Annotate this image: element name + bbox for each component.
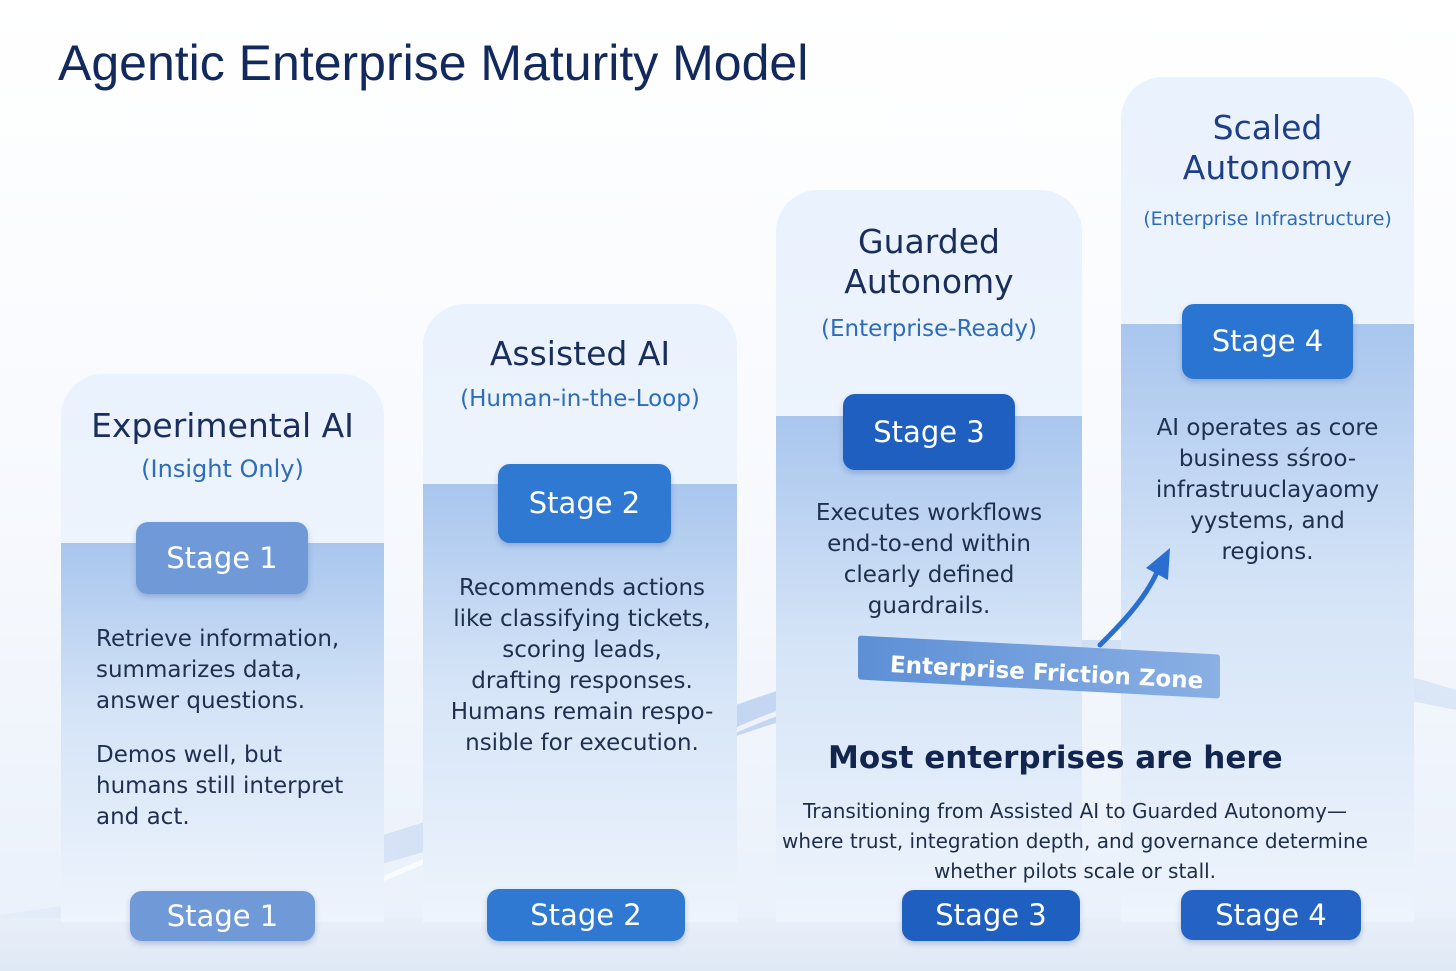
stage-1-subtitle: (Insight Only) (141, 455, 304, 483)
stage-1-title: Experimental AI (61, 406, 384, 446)
stage-2-description: Recommends actions like classifying tick… (432, 573, 732, 759)
progress-arrow-icon (1097, 548, 1170, 648)
stage-4-desc-line: regions. (1221, 539, 1314, 565)
stage-1-description: Retrieve information, summarizes data, a… (96, 624, 386, 833)
stage-2-desc-line: scoring leads, (502, 637, 662, 663)
callout-text: Transitioning from Assisted AI to Guarde… (770, 796, 1380, 886)
stage-3-desc-line: end-to-end within (827, 531, 1031, 557)
stage-2-title-line: Assisted AI (489, 334, 671, 373)
stage-1-desc-line: humans still interpret (96, 773, 344, 799)
stage-2-badge: Stage 2 (498, 464, 671, 543)
stage-4-badge: Stage 4 (1182, 304, 1353, 379)
callout-line: whether pilots scale or stall. (933, 859, 1217, 883)
stage-1-desc-line: summarizes data, (96, 657, 302, 683)
page-title: Agentic Enterprise Maturity Model (58, 35, 809, 91)
stage-4-title: Scaled Autonomy (1121, 108, 1414, 189)
footer-stage-4-button: Stage 4 (1181, 890, 1361, 940)
stage-3-title-line: Guarded (858, 222, 1000, 261)
stage-4-desc-line: business sśroo- (1178, 446, 1357, 472)
stage-3-title-line: Autonomy (844, 262, 1014, 302)
stage-2-desc-line: nsible for execution. (465, 730, 699, 756)
stage-4-desc-line: infrastruuclayaomy (1155, 477, 1380, 503)
stage-4-subtitle: (Enterprise Infrastructure) (1143, 208, 1392, 230)
stage-3-description: Executes workflows end-to-end within cle… (786, 498, 1072, 622)
stage-2-subtitle: (Human-in-the-Loop) (460, 386, 700, 412)
stage-3-desc-line: guardrails. (867, 593, 991, 619)
stage-1-desc-line: and act. (96, 804, 190, 830)
stage-4-title-line: Autonomy (1182, 148, 1353, 188)
footer-stage-3-button: Stage 3 (902, 890, 1080, 941)
stage-4-title-line: Scaled (1212, 108, 1323, 147)
stage-2-desc-line: Recommends actions (458, 575, 706, 601)
stage-2-desc-line: drafting responses. (471, 668, 693, 694)
stage-1-desc-line: Demos well, but (96, 742, 283, 768)
stage-3-desc-line: clearly defined (843, 562, 1015, 588)
stage-1-title-line: Experimental AI (91, 406, 354, 445)
stage-3-desc-line: Executes workflows (815, 500, 1043, 526)
stage-3-subtitle: (Enterprise-Ready) (821, 316, 1037, 342)
stage-1-badge: Stage 1 (136, 522, 308, 594)
stage-2-title: Assisted AI (423, 334, 737, 374)
stage-3-title: Guarded Autonomy (776, 222, 1082, 303)
callout-title: Most enterprises are here (828, 740, 1283, 776)
stage-4-column (1121, 77, 1414, 922)
stage-1-column (61, 374, 384, 922)
callout-line: where trust, integration depth, and gove… (782, 829, 1368, 853)
stage-4-desc-line: AI operates as core (1156, 415, 1379, 441)
stage-2-column (423, 304, 737, 922)
footer-stage-2-button: Stage 2 (487, 889, 685, 941)
stage-4-description: AI operates as core business sśroo- infr… (1131, 413, 1404, 568)
stage-4-desc-line: yystems, and (1190, 508, 1345, 534)
stage-3-badge: Stage 3 (843, 394, 1015, 470)
stage-1-desc-line: Retrieve information, (96, 626, 340, 652)
stage-1-desc-line: answer questions. (96, 688, 306, 714)
footer-stage-1-button: Stage 1 (130, 891, 315, 941)
callout-line: Transitioning from Assisted AI to Guarde… (803, 799, 1347, 823)
stage-2-desc-line: Humans remain respo- (450, 699, 714, 725)
stage-2-desc-line: like classifying tickets, (453, 606, 711, 632)
